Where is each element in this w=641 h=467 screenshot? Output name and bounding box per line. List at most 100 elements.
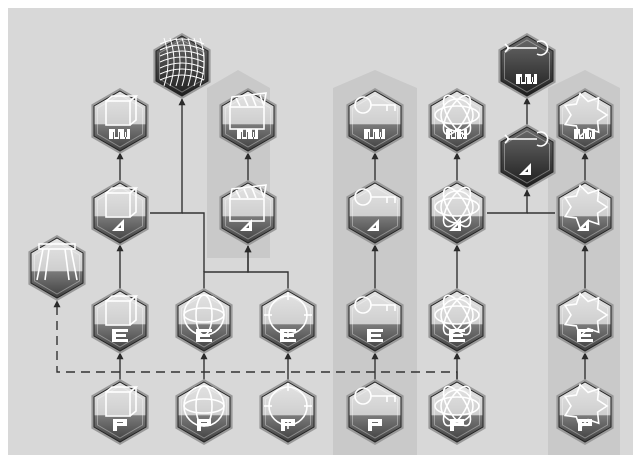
hex-inner-ring — [562, 385, 608, 439]
hex-inner-ring — [562, 94, 608, 148]
node-splat-m[interactable] — [556, 88, 614, 154]
hex-face — [221, 90, 275, 152]
hex-inner-ring — [434, 94, 480, 148]
hex-face — [500, 35, 554, 97]
badge-p-icon — [450, 419, 464, 431]
atom-orbit-icon — [434, 294, 480, 336]
node-cube-e[interactable] — [91, 288, 149, 354]
badge-e-icon — [449, 329, 465, 342]
hex-face — [348, 90, 402, 152]
hex-inner-ring — [352, 186, 398, 240]
node-clapper-m[interactable] — [219, 88, 277, 154]
cube-icon — [105, 95, 139, 126]
badge-m-icon — [574, 129, 595, 139]
hex-inner-ring — [434, 186, 480, 240]
node-splat-p[interactable] — [556, 379, 614, 445]
splat-icon — [563, 184, 609, 230]
badge-p-icon — [578, 419, 592, 431]
hex-inner-ring — [434, 385, 480, 439]
edge-layer — [53, 97, 589, 382]
key-icon — [354, 96, 396, 114]
badge-p-icon — [197, 419, 211, 431]
node-wrench-d[interactable] — [498, 124, 556, 190]
badge-m-icon — [237, 129, 258, 139]
badge-m-icon — [364, 129, 385, 139]
badge-d-icon — [240, 219, 252, 231]
badge-m-icon — [109, 129, 130, 139]
node-sphere-e[interactable] — [175, 288, 233, 354]
node-cube-m[interactable] — [91, 88, 149, 154]
badge-p-icon — [113, 419, 127, 431]
edge-junction-connector — [182, 212, 205, 272]
hex-inner-ring — [265, 294, 311, 348]
badge-e-icon — [367, 329, 383, 342]
node-splat-d[interactable] — [556, 180, 614, 246]
node-cube-p[interactable] — [91, 379, 149, 445]
node-mesh-wireframe[interactable] — [153, 33, 211, 99]
key-icon — [354, 387, 396, 405]
badge-e-icon — [280, 329, 296, 342]
hex-face — [348, 182, 402, 244]
cube-icon — [105, 386, 139, 417]
node-atom-d[interactable] — [428, 180, 486, 246]
badge-d-icon — [519, 163, 531, 175]
hex-face — [261, 381, 315, 443]
splat-icon — [563, 92, 609, 138]
hex-inner-ring — [352, 385, 398, 439]
node-key-m[interactable] — [346, 88, 404, 154]
hex-inner-ring — [159, 39, 205, 93]
atom-orbit-icon — [434, 186, 480, 228]
hex-face — [93, 381, 147, 443]
node-clapper-d[interactable] — [219, 180, 277, 246]
hex-inner-ring — [265, 385, 311, 439]
hex-inner-ring — [562, 186, 608, 240]
node-sphere-p[interactable] — [175, 379, 233, 445]
node-key-d[interactable] — [346, 180, 404, 246]
key-icon — [354, 296, 396, 314]
hex-inner-ring — [504, 39, 550, 93]
node-cube-d[interactable] — [91, 180, 149, 246]
hex-face — [177, 290, 231, 352]
sawhorse-icon — [36, 243, 78, 281]
splat-icon — [563, 383, 609, 429]
badge-p-icon — [368, 419, 382, 431]
cube-icon — [105, 187, 139, 218]
badge-e-icon — [196, 329, 212, 342]
wrench-icon — [504, 131, 549, 147]
node-atom-m[interactable] — [428, 88, 486, 154]
hex-face — [348, 290, 402, 352]
hex-inner-ring — [352, 294, 398, 348]
splat-icon — [563, 292, 609, 338]
hex-inner-ring — [562, 294, 608, 348]
wireframe-mesh-icon — [159, 37, 205, 87]
badge-d-icon — [112, 219, 124, 231]
node-key-e[interactable] — [346, 288, 404, 354]
node-splat-e[interactable] — [556, 288, 614, 354]
hex-face — [221, 182, 275, 244]
badge-e-icon — [577, 329, 593, 342]
key-icon — [354, 188, 396, 206]
badge-p-icon — [281, 419, 295, 431]
node-target-e[interactable] — [259, 288, 317, 354]
edge-target-e-to-clapper-d — [244, 245, 289, 290]
node-key-p[interactable] — [346, 379, 404, 445]
badge-e-icon — [112, 329, 128, 342]
atom-orbit-icon — [434, 94, 480, 136]
node-wrench-m[interactable] — [498, 33, 556, 99]
node-sawhorse[interactable] — [28, 235, 86, 301]
node-target-p[interactable] — [259, 379, 317, 445]
badge-m-icon — [516, 74, 537, 84]
node-atom-e[interactable] — [428, 288, 486, 354]
hex-inner-ring — [34, 241, 80, 295]
hex-inner-ring — [97, 294, 143, 348]
edge-atom-p-to-sawhorse — [53, 300, 458, 380]
node-atom-p[interactable] — [428, 379, 486, 445]
hex-inner-ring — [225, 186, 271, 240]
node-layer — [28, 33, 614, 445]
badge-d-icon — [577, 219, 589, 231]
clapperboard-icon — [229, 184, 267, 222]
hex-inner-ring — [97, 94, 143, 148]
badge-d-icon — [449, 219, 461, 231]
hex-inner-ring — [225, 94, 271, 148]
